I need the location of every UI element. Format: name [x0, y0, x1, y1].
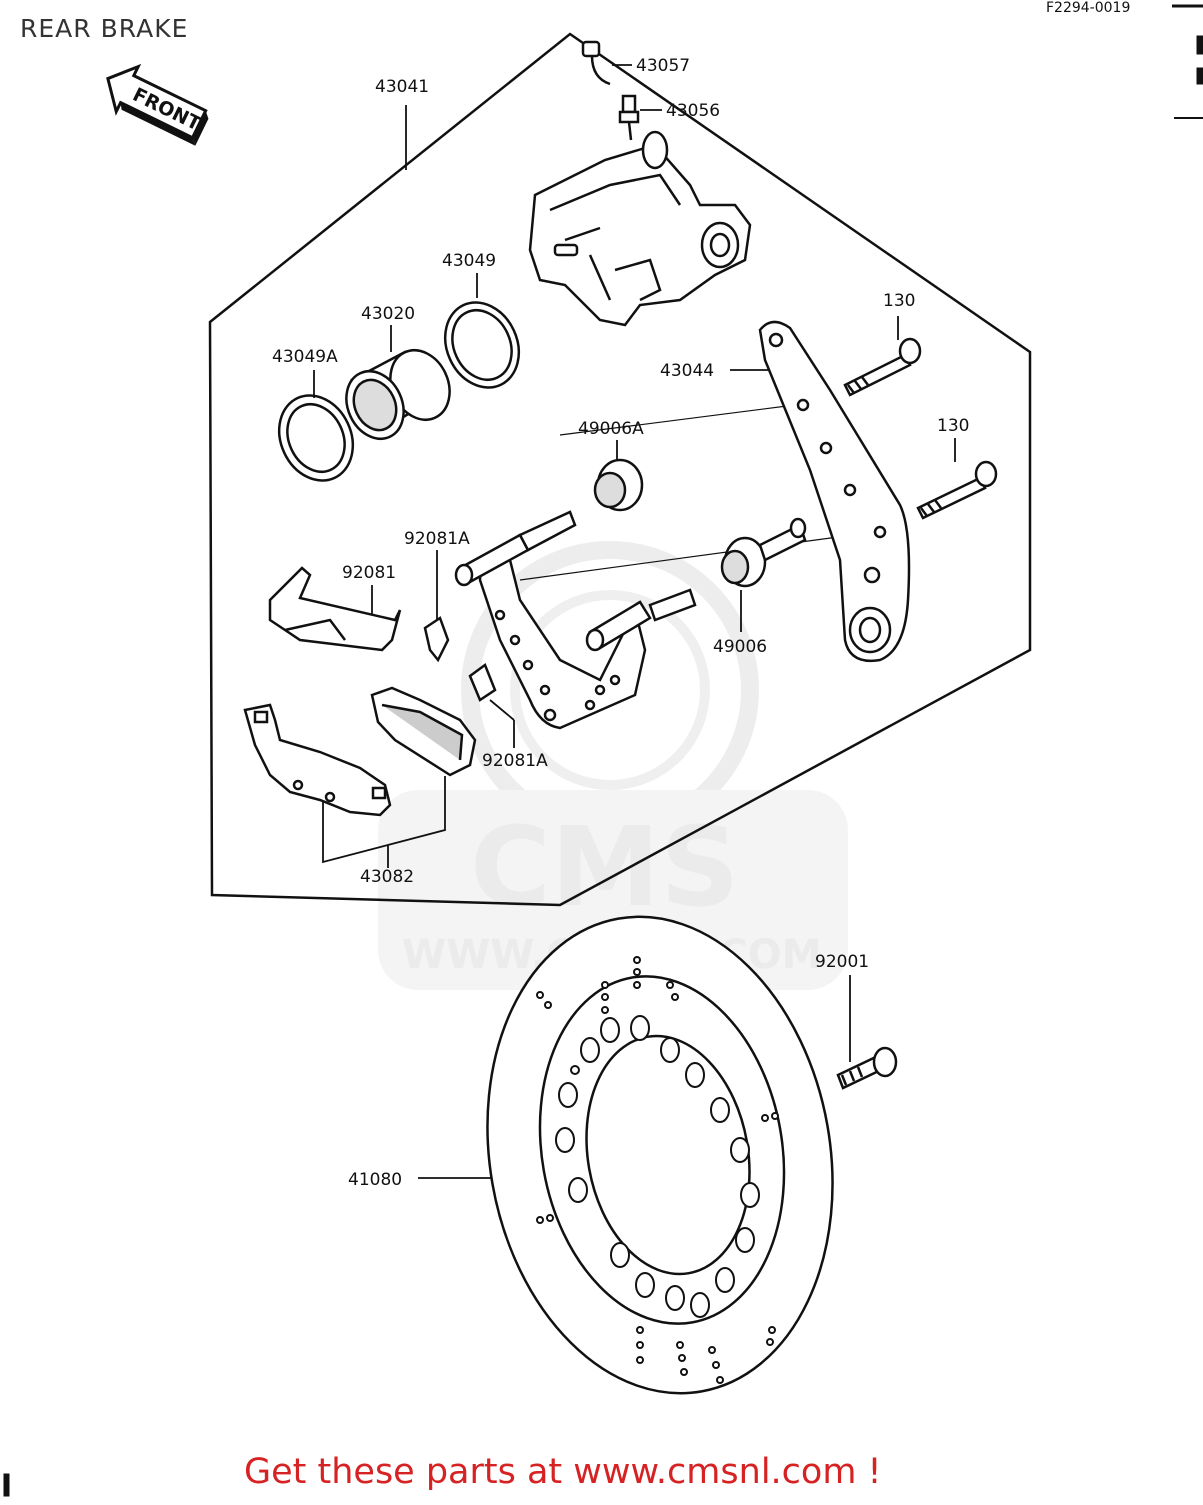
diagram-title: REAR BRAKE: [20, 14, 189, 43]
label-43044: 43044: [660, 361, 714, 381]
dust-seal-43049A: [277, 394, 355, 482]
label-43049: 43049: [442, 251, 496, 271]
bush-49006: [720, 517, 807, 588]
bush-49006A: [593, 458, 644, 512]
label-92081A-upper: 92081A: [404, 529, 470, 549]
piston-43020: [345, 349, 451, 440]
label-49006A: 49006A: [578, 419, 644, 439]
label-43049A: 43049A: [272, 347, 338, 367]
label-130-lower: 130: [937, 416, 969, 436]
caliper-holder-43044: [758, 320, 911, 663]
disc-bolt-92001: [836, 1046, 898, 1090]
page-edge-marks: [3, 4, 1203, 1497]
front-direction-arrow: FRONT: [106, 63, 209, 146]
label-49006: 49006: [713, 637, 767, 657]
caliper-body: [528, 130, 752, 327]
label-43041: 43041: [375, 77, 429, 97]
shop-link-footer[interactable]: Get these parts at www.cmsnl.com !: [244, 1452, 882, 1492]
holder-bolt-130-upper: [843, 337, 922, 397]
label-43056: 43056: [666, 101, 720, 121]
label-92001: 92001: [815, 952, 869, 972]
label-41080: 41080: [348, 1170, 402, 1190]
piston-seal-43049: [443, 301, 521, 389]
label-43057: 43057: [636, 56, 690, 76]
bleeder-valve-43056: [618, 94, 640, 141]
figure-code: F2294-0019: [1046, 0, 1131, 16]
holder-bolt-130-lower: [916, 460, 998, 520]
label-43082: 43082: [360, 867, 414, 887]
leader-lines: [313, 64, 956, 1179]
label-130-upper: 130: [883, 291, 915, 311]
brake-disc-41080: [486, 915, 834, 1395]
brake-pads-43082: [243, 686, 477, 817]
pad-clip-92081A-lower: [468, 663, 497, 702]
disc-hole-pattern: [536, 956, 779, 1384]
label-92081A-lower: 92081A: [482, 751, 548, 771]
part-number-labels: 43041 43057 43056 43049 43020 43049A 130…: [272, 56, 969, 1190]
bleeder-cap-43057: [581, 40, 611, 86]
label-92081: 92081: [342, 563, 396, 583]
caliper-bracket: [454, 510, 697, 730]
pad-spring-92081: [268, 566, 402, 652]
watermark-brand: CMS: [470, 803, 739, 931]
pad-clip-92081A-upper: [423, 616, 450, 663]
label-43020: 43020: [361, 304, 415, 324]
caliper-assembly-outline: [208, 32, 1032, 907]
